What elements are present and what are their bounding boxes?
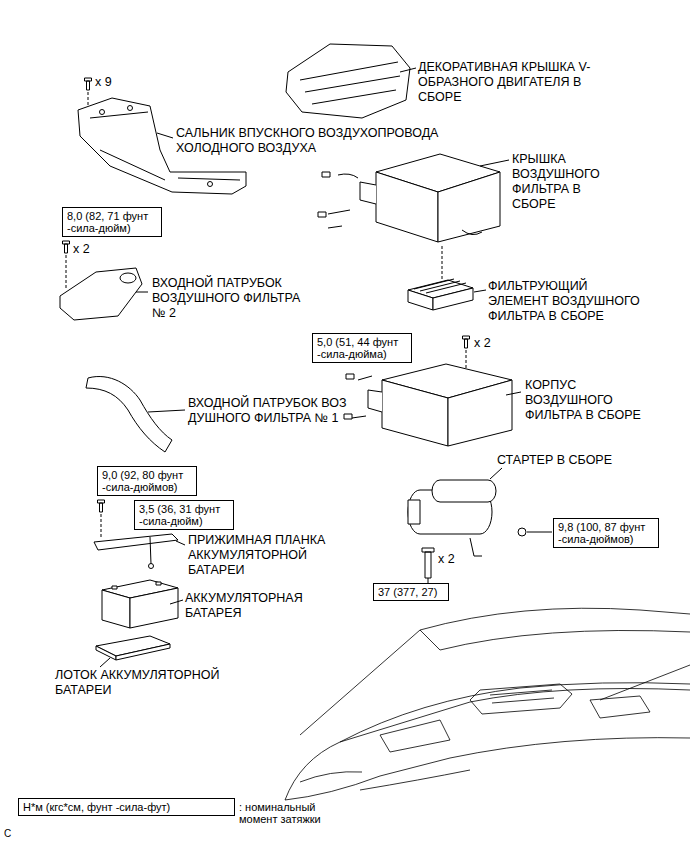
torque-box: 9,8 (100, 87 фунт -сила-дюймов) bbox=[553, 518, 659, 548]
figure-code: C bbox=[4, 828, 11, 840]
torque-value: 9,8 (100, 87 фунт -сила-дюймов) bbox=[558, 521, 654, 545]
part-name: ПРИЖИМНАЯ ПЛАНКА АККУМУЛЯТОРНОЙ БАТАРЕИ bbox=[188, 533, 338, 578]
torque-box: 8,0 (82, 71 фунт -сила-дюйм) bbox=[62, 207, 162, 237]
quantity-label: x 9 bbox=[95, 75, 112, 90]
part-name: СТАРТЕР В СБОРЕ bbox=[497, 453, 612, 468]
torque-box: 3,5 (36, 31 фунт -сила-дюйм) bbox=[134, 500, 234, 530]
torque-box: 9,0 (92, 80 фунт -сила-дюймов) bbox=[97, 466, 197, 496]
legend-box: Н*м (кгс*см, фунт -сила-фут): номинальны… bbox=[18, 798, 235, 816]
part-name: ВХОДНОЙ ПАТРУБОК ВОЗ ДУШНОГО ФИЛЬТРА № 1 bbox=[188, 396, 358, 426]
part-name: КОРПУС ВОЗДУШНОГО ФИЛЬТРА В СБОРЕ bbox=[525, 378, 663, 423]
torque-value: 5,0 (51, 44 фунт -сила-дюйма) bbox=[317, 336, 407, 360]
torque-box: 37 (377, 27) bbox=[373, 583, 449, 601]
torque-value: 8,0 (82, 71 фунт -сила-дюйм) bbox=[67, 210, 157, 234]
torque-value: 9,0 (92, 80 фунт -сила-дюймов) bbox=[102, 469, 192, 493]
part-name: КРЫШКА ВОЗДУШНОГО ФИЛЬТРА В СБОРЕ bbox=[512, 152, 616, 212]
part-name: ВХОДНОЙ ПАТРУБОК ВОЗДУШНОГО ФИЛЬТРА № 2 bbox=[152, 276, 312, 321]
quantity-label: x 2 bbox=[73, 242, 90, 257]
part-name: ЛОТОК АККУМУЛЯТОРНОЙ БАТАРЕИ bbox=[55, 668, 255, 698]
legend-text: Н*м (кгс*см, фунт -сила-фут) bbox=[23, 801, 230, 813]
part-name: САЛЬНИК ВПУСКНОГО ВОЗДУХОПРОВОДА ХОЛОДНО… bbox=[176, 126, 454, 156]
quantity-label: x 2 bbox=[474, 336, 491, 351]
torque-value: 37 (377, 27) bbox=[378, 586, 444, 598]
quantity-label: x 2 bbox=[438, 552, 455, 567]
part-name: АККУМУЛЯТОРНАЯ БАТАРЕЯ bbox=[185, 591, 325, 621]
torque-value: 3,5 (36, 31 фунт -сила-дюйм) bbox=[139, 503, 229, 527]
torque-box: 5,0 (51, 44 фунт -сила-дюйма) bbox=[312, 333, 412, 363]
legend-text: : номинальный момент затяжки bbox=[239, 801, 339, 825]
part-name: ФИЛЬТРУЮЩИЙ ЭЛЕМЕНТ ВОЗДУШНОГО ФИЛЬТРА В… bbox=[488, 279, 648, 324]
part-name: ДЕКОРАТИВНАЯ КРЫШКА V-ОБРАЗНОГО ДВИГАТЕЛ… bbox=[418, 60, 602, 105]
